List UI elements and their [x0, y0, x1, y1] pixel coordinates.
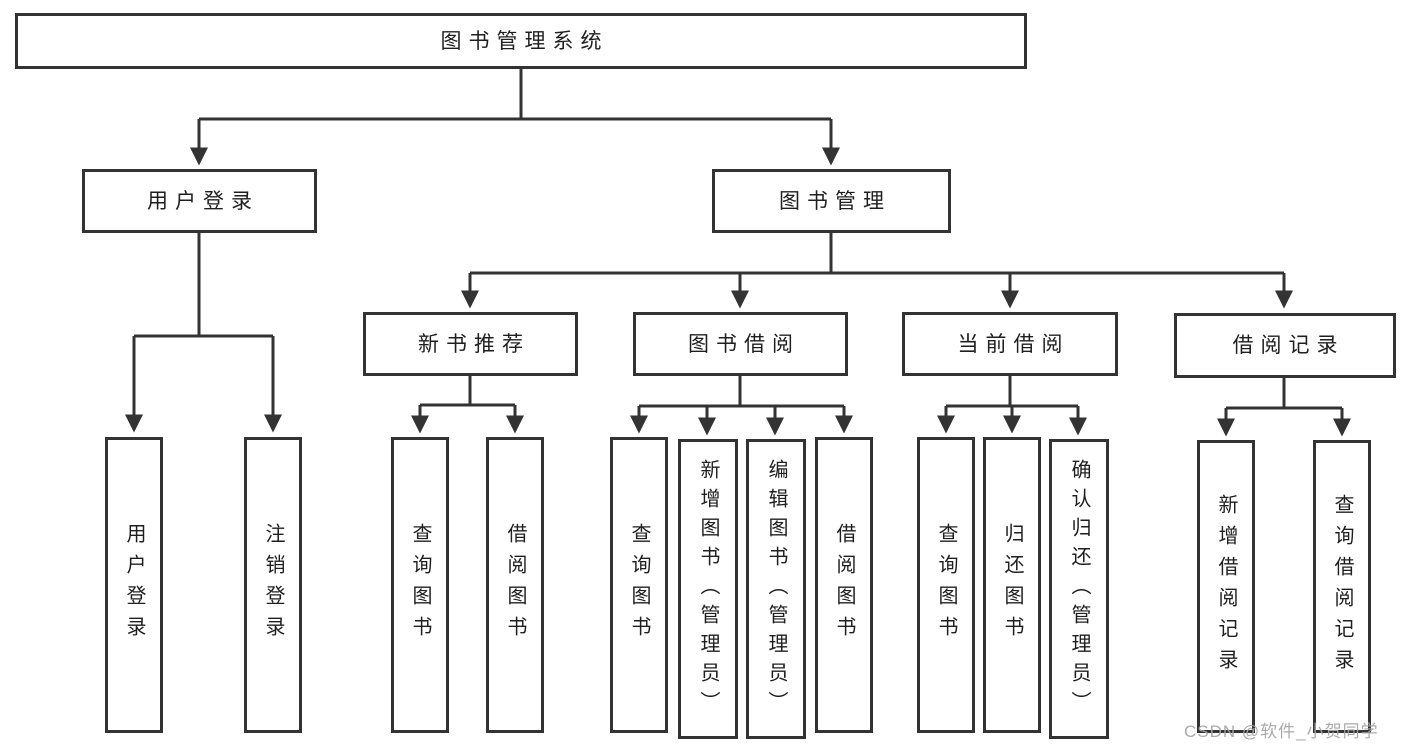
node-user-login: 用户登录: [82, 169, 317, 233]
leaf-add-borrow-record-label: 新增借阅记录: [1215, 493, 1237, 680]
leaf-query-book-2: 查询图书: [610, 437, 668, 733]
leaf-query-book-3: 查询图书: [917, 437, 975, 733]
leaf-query-book-1: 查询图书: [391, 437, 449, 733]
node-root-system-label: 图书管理系统: [440, 29, 609, 53]
leaf-borrow-book-2: 借阅图书: [815, 437, 873, 733]
leaf-user-login-label: 用户登录: [123, 523, 145, 647]
leaf-confirm-return-admin: 确认归还（管理员）: [1049, 439, 1109, 739]
leaf-return-book-label: 归还图书: [1001, 523, 1023, 647]
node-new-book-recommend-label: 新书推荐: [418, 332, 530, 356]
leaf-query-borrow-record: 查询借阅记录: [1313, 440, 1371, 733]
leaf-edit-book-admin: 编辑图书（管理员）: [746, 439, 806, 739]
leaf-logout-label: 注销登录: [262, 523, 284, 647]
node-borrow-records-label: 借阅记录: [1232, 334, 1345, 357]
csdn-watermark: CSDN @软件_小贺同学: [1184, 722, 1379, 741]
leaf-logout: 注销登录: [244, 437, 302, 733]
leaf-add-borrow-record: 新增借阅记录: [1197, 440, 1255, 733]
node-book-management: 图书管理: [712, 169, 951, 233]
leaf-query-book-2-label: 查询图书: [628, 523, 650, 647]
node-book-borrow-label: 图书借阅: [688, 332, 800, 356]
leaf-query-book-3-label: 查询图书: [935, 523, 957, 647]
node-borrow-records: 借阅记录: [1174, 313, 1396, 378]
leaf-edit-book-admin-label: 编辑图书（管理员）: [765, 458, 787, 720]
node-book-management-label: 图书管理: [779, 189, 891, 213]
node-book-borrow: 图书借阅: [633, 312, 848, 376]
node-root-system: 图书管理系统: [15, 13, 1027, 69]
leaf-add-book-admin-label: 新增图书（管理员）: [697, 458, 719, 720]
node-user-login-label: 用户登录: [147, 189, 259, 213]
leaf-query-borrow-record-label: 查询借阅记录: [1331, 493, 1353, 680]
node-new-book-recommend: 新书推荐: [363, 312, 578, 376]
leaf-borrow-book-1: 借阅图书: [486, 437, 544, 733]
leaf-confirm-return-admin-label: 确认归还（管理员）: [1068, 458, 1090, 720]
node-current-borrow-label: 当前借阅: [957, 332, 1070, 356]
leaf-borrow-book-2-label: 借阅图书: [833, 523, 855, 647]
leaf-add-book-admin: 新增图书（管理员）: [678, 439, 738, 739]
leaf-user-login: 用户登录: [105, 437, 163, 733]
leaf-return-book: 归还图书: [983, 437, 1041, 733]
node-current-borrow: 当前借阅: [902, 312, 1118, 376]
leaf-borrow-book-1-label: 借阅图书: [504, 523, 526, 647]
leaf-query-book-1-label: 查询图书: [409, 523, 431, 647]
